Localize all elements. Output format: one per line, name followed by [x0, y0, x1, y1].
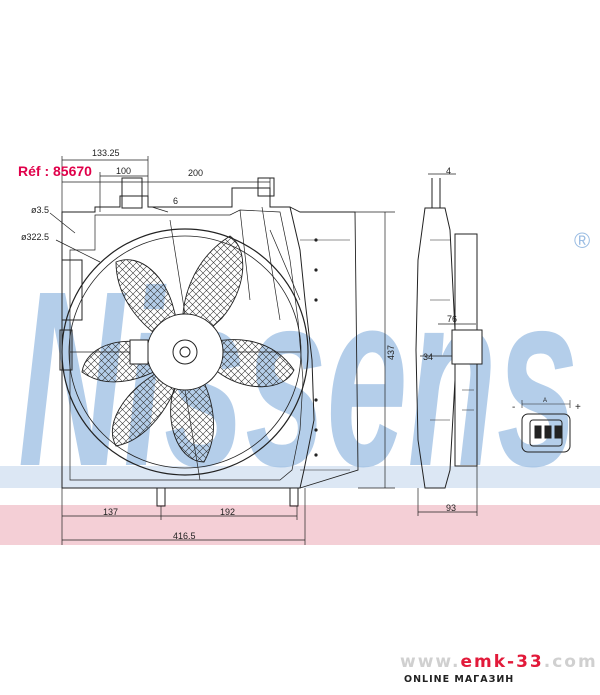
connector-drawing: [521, 400, 571, 453]
top-boss-left: [121, 177, 143, 209]
hub-center: [179, 346, 191, 358]
rivets: [314, 238, 318, 457]
connector-a-label: A: [543, 398, 547, 404]
dimension-lines: [49, 156, 478, 545]
dim-137: 137: [103, 507, 118, 517]
motor-plug: [129, 339, 149, 365]
fan-ring-inner: [68, 235, 302, 469]
right-braces: [239, 206, 301, 321]
connector-minus-label: -: [512, 402, 515, 413]
dim-322-5: ø322.5: [21, 232, 49, 242]
dim-34: 34: [423, 352, 433, 362]
side-details: [430, 239, 474, 421]
site-suffix: .com: [543, 652, 598, 672]
fan-ring-outer: [61, 228, 309, 476]
hub-outer: [146, 313, 224, 391]
site-url[interactable]: www.emk-33.com: [400, 652, 598, 672]
reference-label: Réf : 85670: [18, 163, 92, 179]
dim-6: 6: [173, 196, 178, 206]
dim-192: 192: [220, 507, 235, 517]
connector-plus-label: +: [575, 402, 581, 413]
motor-struts: [70, 219, 300, 481]
dim-416-5: 416.5: [173, 531, 196, 541]
left-bracket: [61, 259, 83, 321]
shop-label: ONLINE МАГАЗИН: [404, 674, 515, 685]
dim-437: 437: [386, 345, 396, 360]
hub-mid: [172, 339, 198, 365]
side-shroud: [415, 207, 456, 489]
site-prefix: www.: [400, 652, 461, 672]
dim-93: 93: [446, 503, 456, 513]
side-top-pin: [431, 178, 441, 208]
connector-body: [521, 413, 571, 453]
dim-3-5: ø3.5: [31, 205, 49, 215]
front-view: [59, 177, 318, 507]
top-boss-right: [257, 177, 275, 197]
dim-4: 4: [446, 166, 451, 176]
left-mount-tab: [59, 329, 73, 371]
site-name: emk-33: [460, 652, 544, 672]
side-view: [415, 178, 483, 489]
connector-face: [529, 419, 563, 447]
dim-76: 76: [447, 314, 457, 324]
dim-100: 100: [116, 166, 131, 176]
watermark-registered: ®: [574, 228, 590, 253]
shroud-inner: [69, 209, 304, 481]
side-plug: [451, 329, 483, 365]
shroud-outline: [61, 187, 315, 489]
foot-right: [289, 487, 299, 507]
watermark-pink-band: [0, 505, 600, 545]
dim-133-25: 133.25: [92, 148, 120, 158]
dim-200: 200: [188, 168, 203, 178]
